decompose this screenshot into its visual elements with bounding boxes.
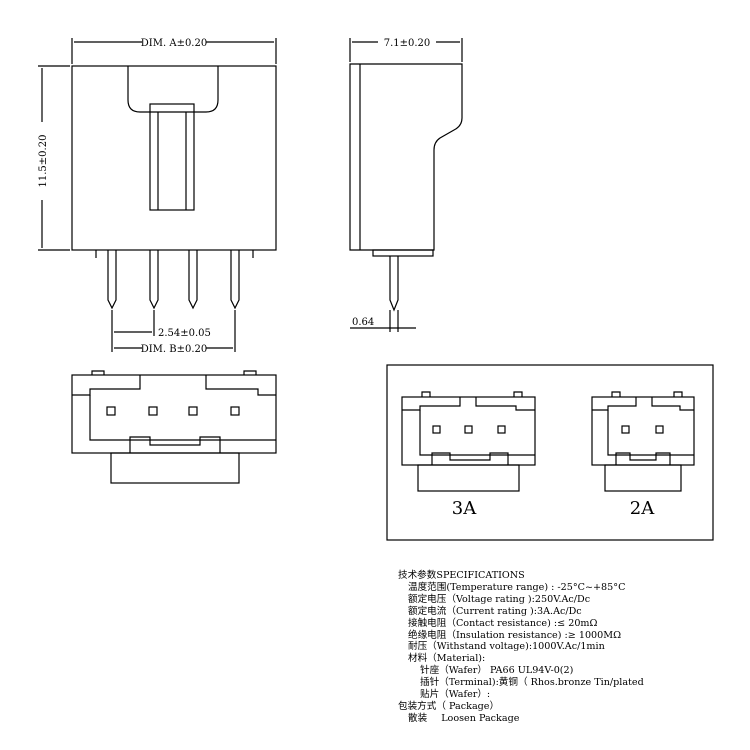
height-dim-line [38,65,70,251]
spec-sticker: 贴片（Wafer）: [420,689,491,701]
top-view [71,370,277,484]
spec-package: 包装方式（ Package） [398,700,500,712]
spec-temperature: 温度范围(Temperature range) : -25°C~+85°C [408,581,626,593]
variant-2a-drawing [591,391,695,492]
pitch-label: 2.54±0.05 [158,328,211,339]
variant-2a-label: 2A [630,498,655,519]
side-view [349,38,463,332]
pitch-dim-line [111,310,155,352]
spec-voltage: 额定电压（Voltage rating ):250V.Ac/Dc [408,593,591,605]
height-label: 11.5±0.20 [38,135,49,188]
specs-heading: 技术参数SPECIFICATIONS [398,570,525,581]
specifications-block: 技术参数SPECIFICATIONS 温度范围(Temperature rang… [398,570,738,725]
spec-package-type: 散装 Loosen Package [398,713,738,725]
package-cn: 散装 [408,712,428,724]
pin-width-label: 0.64 [352,317,374,328]
spec-terminal: 插针（Terminal):黄铜（ Rhos.bronze Tin/plated [420,677,644,689]
spec-current: 额定电流（Current rating ):3A.Ac/Dc [408,605,582,617]
spec-insulation-resistance: 绝缘电阻（Insulation resistance) :≥ 1000MΩ [408,629,622,641]
dim-a-line [71,38,277,64]
package-en: Loosen Package [441,712,520,724]
dim-b-line [114,310,236,352]
side-width-label: 7.1±0.20 [384,38,431,49]
spec-wafer: 针座（Wafer） PA66 UL94V-0(2) [420,665,574,677]
dim-b-label: DIM. B±0.20 [141,344,208,355]
dim-a-label: DIM. A±0.20 [141,38,207,49]
spec-contact-resistance: 接触电阻（Contact resistance) :≤ 20mΩ [408,617,598,629]
front-view [71,65,277,310]
spec-withstand-voltage: 耐压（Withstand voltage):1000V.Ac/1min [408,641,605,653]
variant-3a-label: 3A [452,498,477,519]
variant-3a-drawing [401,391,536,492]
variants-box [386,364,714,541]
spec-material: 材料（Material): [408,653,486,665]
